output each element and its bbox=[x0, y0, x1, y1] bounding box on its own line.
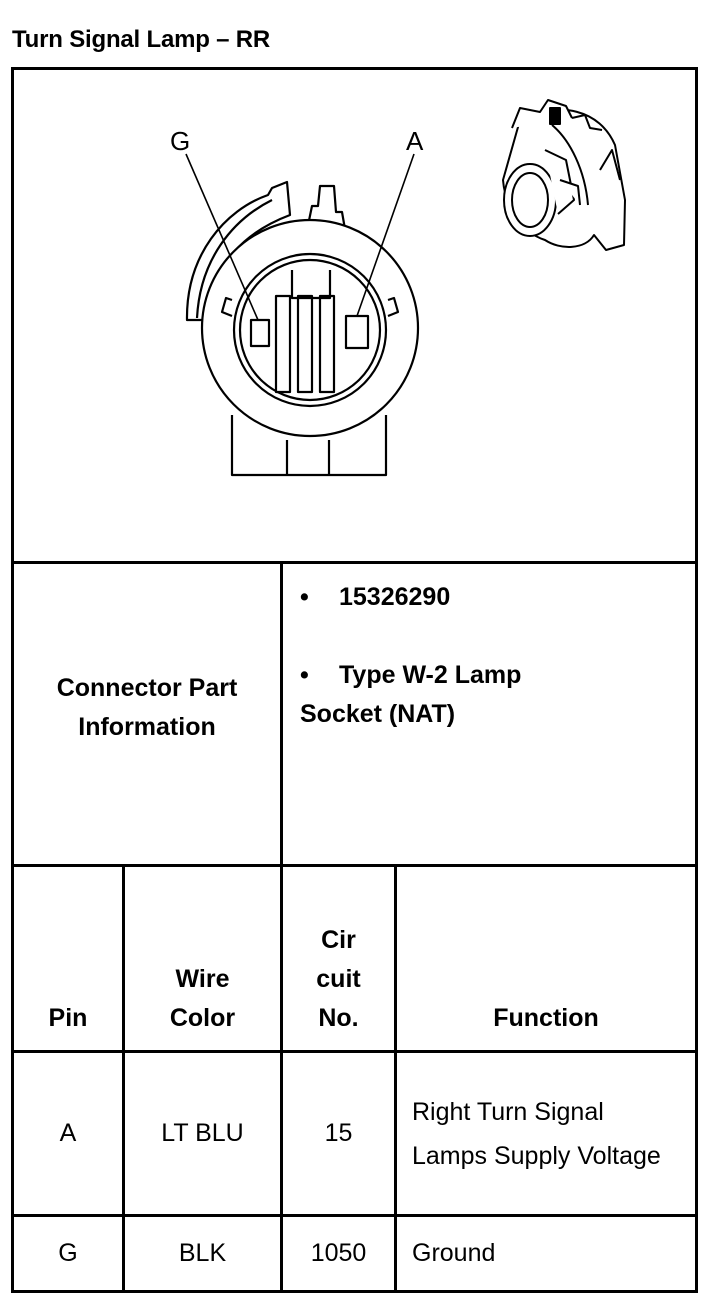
table-cell: Right Turn Signal Lamps Supply Voltage bbox=[412, 1097, 661, 1170]
header-wire-color-text: Wire Color bbox=[169, 965, 236, 1032]
table-cell: BLK bbox=[178, 1239, 227, 1267]
frame-top bbox=[11, 67, 698, 70]
row-g-pin: G bbox=[14, 1217, 122, 1290]
frame-bottom bbox=[11, 1290, 698, 1293]
connector-info-label-text: Connector Part Information bbox=[56, 674, 238, 741]
header-circuit: Cir cuit No. bbox=[283, 867, 394, 1050]
connector-diagram: G A bbox=[170, 99, 626, 477]
header-function: Function bbox=[397, 867, 695, 1050]
connector-info-label: Connector Part Information bbox=[14, 564, 280, 864]
table-cell: A bbox=[59, 1119, 77, 1147]
row-g-circuit: 1050 bbox=[283, 1217, 394, 1290]
row-a-function: Right Turn Signal Lamps Supply Voltage bbox=[397, 1053, 695, 1214]
frame-left bbox=[11, 67, 14, 1293]
header-wire-color: Wire Color bbox=[125, 867, 280, 1050]
vline-info bbox=[280, 561, 283, 1293]
header-pin-text: Pin bbox=[48, 1004, 88, 1032]
table-cell: LT BLU bbox=[161, 1119, 244, 1147]
part-number: 15326290 bbox=[339, 583, 451, 611]
header-circuit-text: Cir cuit No. bbox=[316, 926, 361, 1032]
row-g-wire-color: BLK bbox=[125, 1217, 280, 1290]
header-pin: Pin bbox=[14, 867, 122, 1050]
table-cell: Ground bbox=[412, 1239, 496, 1267]
pin-label-g: G bbox=[170, 126, 190, 156]
divider-diagram bbox=[11, 561, 698, 564]
divider-row bbox=[11, 1214, 698, 1217]
page-title: Turn Signal Lamp – RR bbox=[12, 26, 271, 53]
socket-type: Type W-2 Lamp Socket (NAT) bbox=[300, 661, 522, 728]
row-a-wire-color: LT BLU bbox=[125, 1053, 280, 1214]
bullet-dot: • bbox=[300, 661, 309, 689]
connector-3d-view bbox=[502, 99, 626, 251]
row-a-pin: A bbox=[14, 1053, 122, 1214]
pin-label-a: A bbox=[406, 126, 424, 156]
bullet-part-number: • 15326290 bbox=[300, 578, 680, 617]
table-cell: 1050 bbox=[310, 1239, 367, 1267]
row-g-function: Ground bbox=[397, 1217, 695, 1290]
divider-info bbox=[11, 864, 698, 867]
vline-pin bbox=[122, 864, 125, 1293]
table-cell: 15 bbox=[324, 1119, 353, 1147]
frame-right bbox=[695, 67, 698, 1293]
bullet-dot: • bbox=[300, 583, 309, 611]
divider-header bbox=[11, 1050, 698, 1053]
table-cell: G bbox=[58, 1239, 78, 1267]
bullet-socket-type: • Type W-2 Lamp Socket (NAT) bbox=[300, 656, 680, 734]
vline-circuit bbox=[394, 864, 397, 1293]
header-function-text: Function bbox=[493, 1004, 599, 1032]
row-a-circuit: 15 bbox=[283, 1053, 394, 1214]
